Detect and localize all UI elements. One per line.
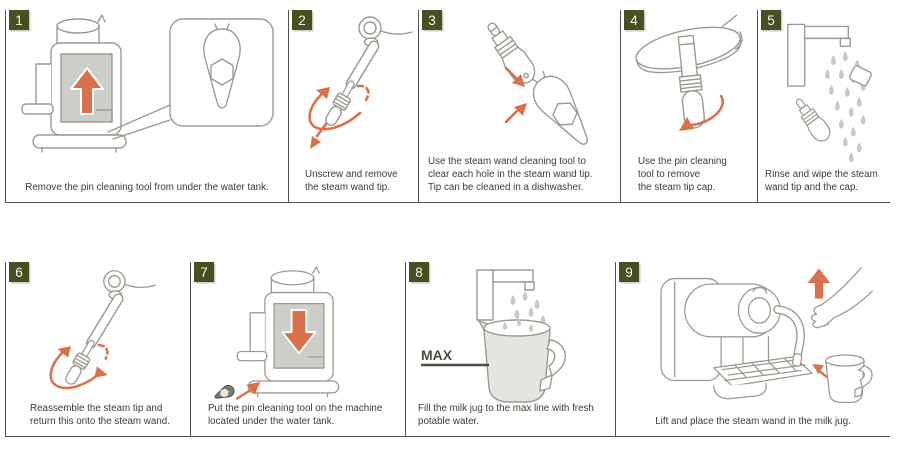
illustration-fill-milk-jug: MAX xyxy=(406,264,615,404)
faucet-icon xyxy=(787,23,806,87)
up-right-arrow-icon xyxy=(235,388,253,400)
step-number-badge: 6 xyxy=(9,262,29,282)
illustration-steam-wand-unscrew-tip xyxy=(289,12,418,162)
step-number-badge: 1 xyxy=(9,10,29,30)
illustration-reassemble-steam-tip xyxy=(6,264,190,404)
illustration-pin-tool-removing-cap xyxy=(621,12,757,160)
cleaning-tool-icon xyxy=(532,71,588,145)
tip-cap-drawing xyxy=(635,14,743,131)
step-caption: Remove the pin cleaning tool from under … xyxy=(25,182,269,194)
steam-wand-tip-icon xyxy=(487,22,536,84)
illustration-cleaning-tool-clearing-tip xyxy=(419,12,620,160)
step-number: 5 xyxy=(767,12,775,28)
machine-hand-jug-drawing xyxy=(660,267,873,403)
down-arrow-icon xyxy=(280,309,316,355)
steam-tip-icon xyxy=(324,92,351,127)
step-panel-3: 3 xyxy=(418,10,620,202)
step-panel-5: 5 xyxy=(757,10,890,202)
steps-row-2: 6 xyxy=(5,262,890,437)
step-panel-1: 1 xyxy=(5,10,288,202)
faucet-rinse-drawing xyxy=(787,23,872,162)
arrow-up-right-icon xyxy=(504,109,519,124)
step-number: 9 xyxy=(625,264,633,280)
step-number-badge: 2 xyxy=(292,10,312,30)
illustration-machine-pin-tool-callout xyxy=(6,12,288,164)
step-number: 8 xyxy=(415,264,423,280)
illustration-steam-wand-into-jug xyxy=(616,264,890,406)
max-label: MAX xyxy=(421,347,453,363)
step-panel-6: 6 xyxy=(5,262,190,436)
machine-with-callout-drawing xyxy=(21,14,274,153)
rotate-arrow-icon xyxy=(97,343,109,360)
step-number: 1 xyxy=(15,12,23,28)
step-number-badge: 7 xyxy=(194,262,214,282)
tip-and-tool-drawing xyxy=(487,22,588,145)
hand-icon xyxy=(810,267,873,329)
steps-row-1: 1 xyxy=(5,10,890,203)
step-caption: Lift and place the steam wand in the mil… xyxy=(655,416,851,428)
machine-store-tool-drawing xyxy=(213,266,339,400)
milk-jug-icon xyxy=(825,354,873,403)
pin-cleaning-tool-icon xyxy=(203,23,241,109)
step-panel-7: 7 xyxy=(190,262,405,436)
step-number: 6 xyxy=(15,264,23,280)
step-number: 2 xyxy=(298,12,306,28)
step-panel-8: 8 xyxy=(405,262,615,436)
tip-cap-icon xyxy=(849,65,872,87)
illustration-store-pin-tool-on-machine xyxy=(191,264,405,404)
steam-wand-reassemble-drawing xyxy=(49,270,156,390)
rotate-arrow-icon xyxy=(356,84,370,102)
steam-wand-drawing xyxy=(307,16,413,149)
step-number: 4 xyxy=(630,12,638,28)
step-panel-9: 9 xyxy=(615,262,890,436)
step-number: 3 xyxy=(428,12,436,28)
step-number-badge: 9 xyxy=(619,262,639,282)
step-number-badge: 5 xyxy=(761,10,781,30)
step-number: 7 xyxy=(200,264,208,280)
steam-wand-tip-icon xyxy=(791,353,803,367)
step-panel-2: 2 xyxy=(288,10,418,202)
rotate-arrow-icon xyxy=(683,94,725,127)
down-left-arrow-icon xyxy=(315,122,327,138)
step-caption: Put the pin cleaning tool on the machine… xyxy=(208,403,383,428)
up-arrow-icon xyxy=(807,268,831,299)
step-panel-4: 4 xyxy=(620,10,757,202)
steam-tip-cap-icon xyxy=(677,34,705,129)
steam-tip-icon xyxy=(65,352,91,385)
step-number-badge: 4 xyxy=(624,10,644,30)
step-caption: Fill the milk jug to the max line with f… xyxy=(418,403,594,428)
up-arrow-icon xyxy=(70,67,104,115)
illustration-rinse-tip-under-faucet xyxy=(758,12,890,162)
step-number-badge: 3 xyxy=(422,10,442,30)
steam-tip-icon xyxy=(795,98,831,142)
faucet-icon xyxy=(476,269,494,321)
step-number-badge: 8 xyxy=(409,262,429,282)
pin-cleaning-tool-icon xyxy=(213,384,235,399)
arrow-down-right-icon xyxy=(504,66,518,80)
milk-jug-fill-drawing: MAX xyxy=(421,269,566,403)
